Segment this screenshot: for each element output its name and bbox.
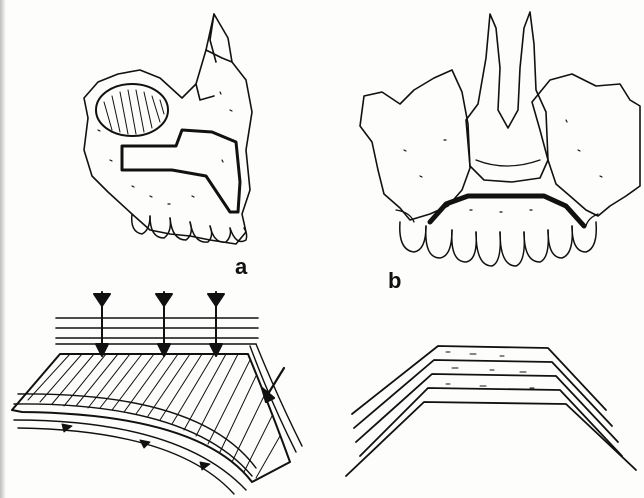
panel-a-orbit-hatching bbox=[104, 90, 164, 134]
panel-a-sinus-outline bbox=[122, 130, 240, 212]
panel-c-side-layers bbox=[250, 344, 302, 452]
panel-d-speckle bbox=[446, 352, 534, 388]
panel-c-body-hatching bbox=[28, 354, 280, 478]
panel-b-skull-frontal-drawing bbox=[360, 12, 640, 266]
panel-b-palatal-arch bbox=[430, 196, 584, 226]
panel-c-down-arrow-2 bbox=[156, 292, 172, 356]
panel-d-chevron-layers bbox=[346, 346, 636, 476]
panel-c-down-arrow-1 bbox=[94, 292, 110, 356]
panel-c-down-arrow-3 bbox=[208, 292, 224, 356]
panel-a-skull-lateral-drawing bbox=[84, 14, 252, 244]
panel-b-teeth bbox=[400, 222, 597, 266]
panel-d-layer-3 bbox=[356, 374, 618, 442]
panel-b-left-bone bbox=[360, 70, 470, 220]
panel-a-label: a bbox=[235, 256, 247, 278]
panel-c-curved-layers bbox=[14, 394, 256, 494]
panel-c-top-layers bbox=[56, 318, 258, 344]
panel-c-layered-plate-diagram bbox=[12, 292, 302, 494]
panel-d-layer-4 bbox=[360, 388, 622, 456]
panel-b-right-bone bbox=[532, 74, 640, 216]
panel-b-label: b bbox=[388, 270, 401, 292]
